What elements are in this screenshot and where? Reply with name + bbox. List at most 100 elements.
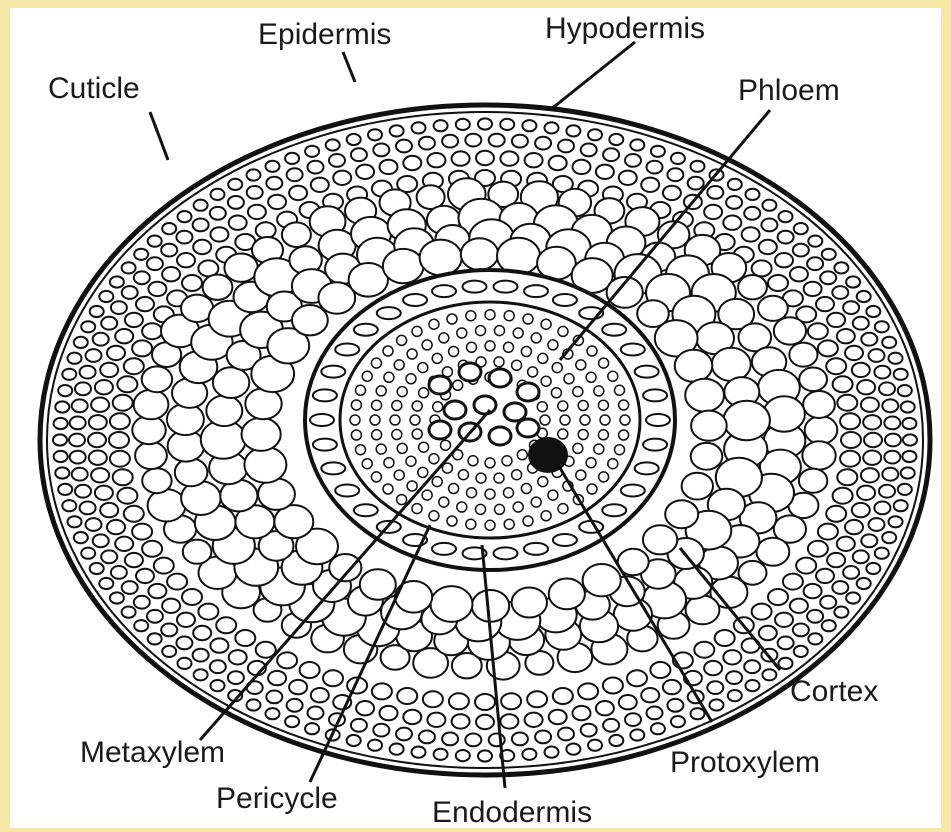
epidermis-cell bbox=[81, 321, 95, 332]
endodermis-cell bbox=[602, 504, 626, 516]
hypodermis-cell bbox=[177, 613, 195, 627]
epidermis-cell bbox=[62, 369, 76, 380]
epidermis-cell bbox=[194, 669, 208, 680]
metaxylem-cell bbox=[489, 369, 511, 387]
epidermis-cell bbox=[58, 484, 72, 495]
cortex-cell bbox=[244, 447, 286, 483]
epidermis-cell bbox=[822, 249, 836, 260]
hypodermis-cell bbox=[500, 714, 518, 728]
hypodermis-cell bbox=[210, 227, 228, 241]
phloem-cell bbox=[587, 346, 597, 356]
epidermis-cell bbox=[55, 401, 69, 412]
hypodermis-cell bbox=[80, 502, 96, 515]
hypodermis-cell bbox=[95, 486, 113, 500]
phloem-cell bbox=[521, 347, 531, 357]
hypodermis-cell bbox=[820, 271, 836, 284]
epidermis-cell bbox=[266, 161, 280, 172]
epidermis-cell bbox=[285, 716, 299, 727]
hypodermis-cell bbox=[142, 541, 162, 557]
hypodermis-cell bbox=[723, 216, 741, 230]
hypodermis-cell bbox=[351, 148, 367, 161]
hypodermis-cell bbox=[807, 257, 823, 270]
cortex-cell bbox=[148, 489, 186, 521]
epidermis-cell bbox=[434, 120, 448, 131]
hypodermis-cell bbox=[768, 275, 788, 291]
phloem-cell bbox=[350, 415, 360, 425]
phloem-cell bbox=[432, 477, 442, 487]
epidermis-cell bbox=[691, 708, 705, 719]
hypodermis-cell bbox=[427, 713, 445, 727]
hypodermis-cell bbox=[663, 680, 681, 694]
hypodermis-cell bbox=[329, 154, 345, 167]
epidermis-cell bbox=[794, 223, 808, 234]
cortex-cell bbox=[799, 469, 827, 493]
hypodermis-cell bbox=[300, 662, 320, 678]
phloem-cell bbox=[449, 347, 459, 357]
epidermis-cell bbox=[651, 723, 665, 734]
phloem-cell bbox=[548, 340, 558, 350]
epidermis-cell bbox=[368, 740, 382, 751]
phloem-cell bbox=[523, 314, 533, 324]
hypodermis-cell bbox=[308, 707, 324, 720]
endodermis-cell bbox=[354, 504, 378, 516]
phloem-cell bbox=[598, 430, 608, 440]
hypodermis-cell bbox=[525, 153, 543, 167]
epidermis-cell bbox=[762, 200, 776, 211]
metaxylem-cell bbox=[474, 396, 496, 414]
phloem-cell bbox=[356, 385, 366, 395]
epidermis-cell bbox=[746, 189, 760, 200]
epidermis-cell bbox=[875, 548, 889, 559]
hypodermis-cell bbox=[853, 317, 869, 330]
phloem-cell bbox=[485, 458, 495, 468]
hypodermis-cell bbox=[125, 313, 143, 327]
hypodermis-cell bbox=[553, 688, 573, 704]
endodermis-cell bbox=[643, 439, 667, 451]
hypodermis-cell bbox=[210, 660, 226, 673]
hypodermis-cell bbox=[778, 637, 794, 650]
hypodermis-cell bbox=[840, 413, 860, 429]
phloem-cell bbox=[594, 444, 604, 454]
epidermis-cell bbox=[857, 291, 871, 302]
hypodermis-cell bbox=[641, 688, 659, 702]
cortex-cell bbox=[665, 500, 698, 528]
hypodermis-cell bbox=[311, 178, 329, 192]
hypodermis-cell bbox=[619, 171, 637, 185]
phloem-cell bbox=[540, 415, 550, 425]
hypodermis-cell bbox=[759, 626, 777, 640]
metaxylem-cell bbox=[504, 403, 526, 421]
cortex-cell bbox=[135, 442, 167, 469]
epidermis-cell bbox=[671, 153, 685, 164]
phloem-cell bbox=[468, 456, 478, 466]
hypodermis-cell bbox=[113, 395, 133, 411]
hypodermis-cell bbox=[833, 376, 853, 392]
hypodermis-cell bbox=[268, 195, 286, 209]
epidermis-cell bbox=[630, 139, 644, 150]
phloem-cell bbox=[371, 472, 381, 482]
cortex-cell bbox=[789, 343, 817, 367]
cortex-cell bbox=[383, 249, 424, 283]
epidermis-cell bbox=[545, 747, 559, 758]
phloem-cell bbox=[422, 340, 432, 350]
phloem-cell bbox=[517, 450, 527, 460]
hypodermis-cell bbox=[148, 584, 166, 598]
endodermis-cell bbox=[621, 485, 645, 497]
phloem-cell bbox=[615, 385, 625, 395]
epidermis-cell bbox=[609, 735, 623, 746]
epidermis-cell bbox=[866, 306, 880, 317]
epidermis-cell bbox=[834, 607, 848, 618]
cortex-cell bbox=[583, 564, 621, 596]
epidermis-cell bbox=[651, 146, 665, 157]
phloem-cell bbox=[397, 495, 407, 505]
hypodermis-cell bbox=[818, 340, 838, 356]
phloem-cell bbox=[485, 341, 495, 351]
endodermis-cell bbox=[524, 543, 548, 555]
hypodermis-cell bbox=[573, 160, 591, 174]
cortex-cell bbox=[682, 473, 713, 500]
hypodermis-cell bbox=[162, 267, 180, 281]
hypodermis-cell bbox=[726, 671, 742, 684]
epidermis-cell bbox=[846, 276, 860, 287]
hypodermis-cell bbox=[125, 553, 143, 567]
hypodermis-cell bbox=[109, 432, 129, 448]
phloem-cell bbox=[441, 440, 451, 450]
hypodermis-cell bbox=[91, 398, 109, 412]
